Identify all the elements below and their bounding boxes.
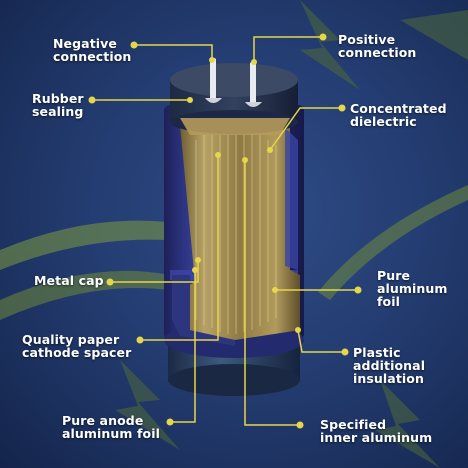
terminal-pins [205, 58, 262, 107]
label-plastic-additional-insulation: Plastic additional insulation [353, 345, 426, 386]
rubber-seal-top [170, 63, 298, 135]
leader-dots [88, 33, 362, 429]
label-concentrated-dielectric: Concentrated dielectric [350, 101, 447, 129]
capacitor-inner-windings [172, 125, 300, 346]
label-negative-connection: Negative connection [53, 36, 132, 64]
leader-lines [92, 36, 358, 426]
label-rubber-sealing: Rubber sealing [32, 91, 84, 119]
label-specified-inner-aluminum: Specified inner aluminum [320, 417, 433, 445]
label-pure-aluminum-foil: Pure aluminum foil [377, 268, 448, 309]
label-metal-cap: Metal cap [34, 273, 104, 288]
label-positive-connection: Positive connection [338, 32, 417, 60]
label-pure-anode-aluminum-foil: Pure anode aluminum foil [62, 413, 160, 441]
label-quality-paper-cathode-spacer: Quality paper cathode spacer [22, 332, 132, 360]
